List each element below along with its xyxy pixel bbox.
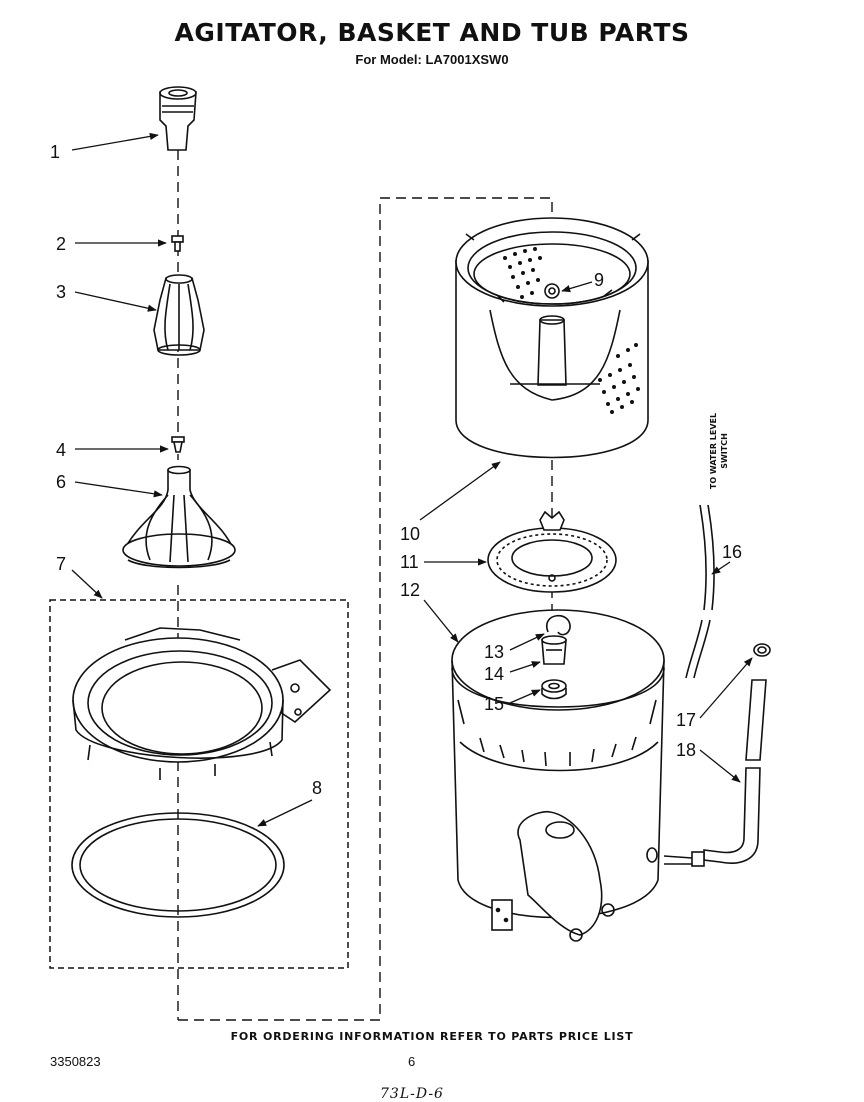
callout-14: 14 bbox=[484, 664, 504, 684]
callout-16: 16 bbox=[722, 542, 742, 562]
part-3-agitator-barrel bbox=[153, 274, 205, 356]
callout-12: 12 bbox=[400, 580, 420, 600]
water-level-switch-label: TO WATER LEVEL SWITCH bbox=[708, 406, 734, 496]
part-17-hose-clamp bbox=[753, 643, 771, 657]
part-1-agitator-cap bbox=[159, 86, 197, 151]
page-number: 6 bbox=[408, 1054, 416, 1069]
part-11-basket-drive bbox=[487, 510, 617, 593]
part-14-spline-coupling bbox=[541, 635, 567, 665]
part-10-basket bbox=[455, 217, 649, 459]
page-title: AGITATOR, BASKET AND TUB PARTS bbox=[174, 18, 690, 47]
callout-11: 11 bbox=[400, 552, 419, 572]
ordering-info: FOR ORDERING INFORMATION REFER TO PARTS … bbox=[230, 1030, 634, 1043]
callout-17: 17 bbox=[676, 710, 696, 730]
part-6-agitator-base bbox=[122, 465, 236, 569]
part-7-group-box bbox=[49, 599, 349, 969]
part-15-nut-seal bbox=[541, 679, 567, 700]
callout-8: 8 bbox=[312, 778, 322, 798]
callout-3: 3 bbox=[56, 282, 66, 302]
callout-10: 10 bbox=[400, 524, 420, 544]
side-label-line2: SWITCH bbox=[720, 433, 729, 469]
part-9-basket-nut bbox=[544, 283, 560, 299]
callout-4: 4 bbox=[56, 440, 66, 460]
callout-6: 6 bbox=[56, 472, 66, 492]
part-7-splash-guard bbox=[72, 627, 332, 780]
part-18-hose bbox=[663, 679, 767, 867]
model-subtitle: For Model: LA7001XSW0 bbox=[355, 52, 509, 67]
part-4-bolt bbox=[171, 436, 185, 453]
part-8-ring-gasket bbox=[71, 812, 285, 918]
callout-leaders bbox=[71, 132, 753, 827]
callout-13: 13 bbox=[484, 642, 504, 662]
basket-holes bbox=[503, 247, 640, 414]
part-2-screw bbox=[171, 235, 184, 252]
document-number: 3350823 bbox=[50, 1054, 101, 1069]
callout-2: 2 bbox=[56, 234, 66, 254]
callout-18: 18 bbox=[676, 740, 696, 760]
handwritten-note: 73L-D-6 bbox=[380, 1086, 444, 1102]
assembly-dash-connector bbox=[178, 197, 553, 1021]
part-13-spring-clip bbox=[545, 614, 571, 636]
callout-1: 1 bbox=[50, 142, 60, 162]
side-label-line1: TO WATER LEVEL bbox=[709, 412, 718, 490]
callout-15: 15 bbox=[484, 694, 504, 714]
callout-9: 9 bbox=[594, 270, 604, 290]
callout-7: 7 bbox=[56, 554, 66, 574]
part-16-pressure-tube bbox=[685, 504, 715, 679]
